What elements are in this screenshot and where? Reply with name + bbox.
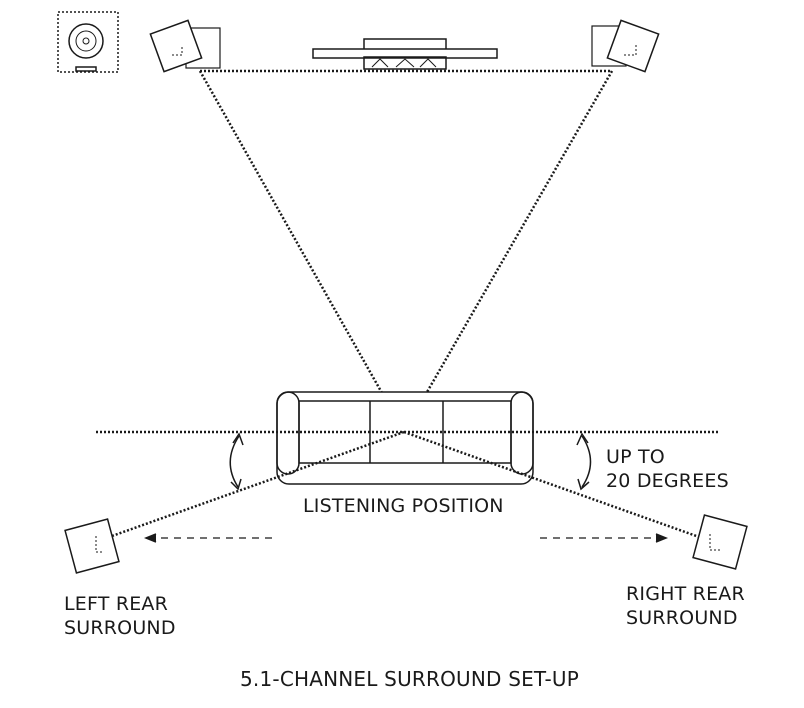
rear-right-speaker-icon [692, 514, 748, 570]
subwoofer-icon [57, 11, 119, 73]
left-rear-line-2: SURROUND [64, 617, 176, 639]
center-speaker-icon [312, 38, 498, 70]
right-rear-line-2: SURROUND [626, 607, 738, 629]
right-rear-line-1: RIGHT REAR [626, 583, 745, 605]
right-rear-move-arrow [540, 533, 669, 543]
left-rear-label: LEFT REAR SURROUND [64, 592, 176, 640]
angle-note-line-2: 20 DEGREES [606, 470, 729, 492]
diagram-caption: 5.1-CHANNEL SURROUND SET-UP [240, 667, 580, 691]
front-speaker-line [198, 69, 614, 433]
left-rear-line-1: LEFT REAR [64, 593, 169, 615]
front-left-speaker-icon [149, 19, 221, 73]
sofa-icon [276, 391, 534, 485]
right-rear-label: RIGHT REAR SURROUND [626, 582, 745, 630]
angle-note-line-1: UP TO [606, 446, 665, 468]
angle-arc-left [229, 432, 244, 491]
angle-note-label: UP TO 20 DEGREES [606, 445, 729, 493]
front-right-speaker-icon [591, 19, 660, 73]
left-rear-move-arrow [143, 533, 276, 543]
angle-arc-right [576, 432, 592, 491]
rear-speaker-line [111, 430, 703, 540]
rear-left-speaker-icon [64, 518, 120, 574]
listening-position-label: LISTENING POSITION [303, 495, 504, 517]
